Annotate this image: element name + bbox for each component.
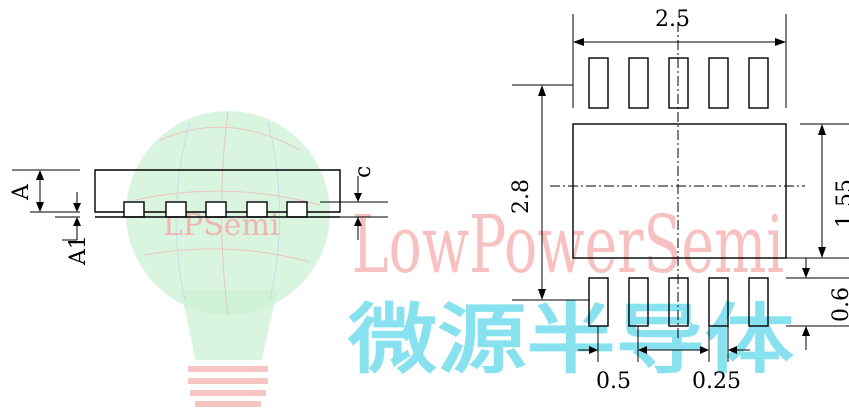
- dim-height-label: 2.8: [509, 179, 534, 214]
- brand-text-en: LowPowerSemi: [352, 198, 784, 291]
- dim-pad-width-label: 0.25: [692, 369, 741, 394]
- lightbulb-logo: [126, 111, 330, 407]
- side-body: [94, 169, 341, 213]
- top-body: [572, 123, 787, 259]
- top-view: 2.5 2.8 1.55 0.6 0.5: [509, 7, 849, 394]
- top-pads: [588, 57, 769, 109]
- dim-center-height-label: 1.55: [833, 179, 849, 228]
- dim-c-label: c: [351, 166, 376, 178]
- side-leads: [123, 201, 308, 218]
- dim-pitch-label: 0.5: [596, 369, 631, 394]
- dim-A1-label: A1: [66, 235, 91, 266]
- watermark: LPSemi LowPowerSemi 微源半导体: [126, 111, 794, 407]
- dim-width-label: 2.5: [655, 7, 690, 32]
- side-view: A A1 c: [9, 166, 388, 266]
- brand-text-cn: 微源半导体: [347, 295, 794, 384]
- dim-pad-length-label: 0.6: [829, 287, 849, 322]
- dim-A-label: A: [9, 183, 34, 201]
